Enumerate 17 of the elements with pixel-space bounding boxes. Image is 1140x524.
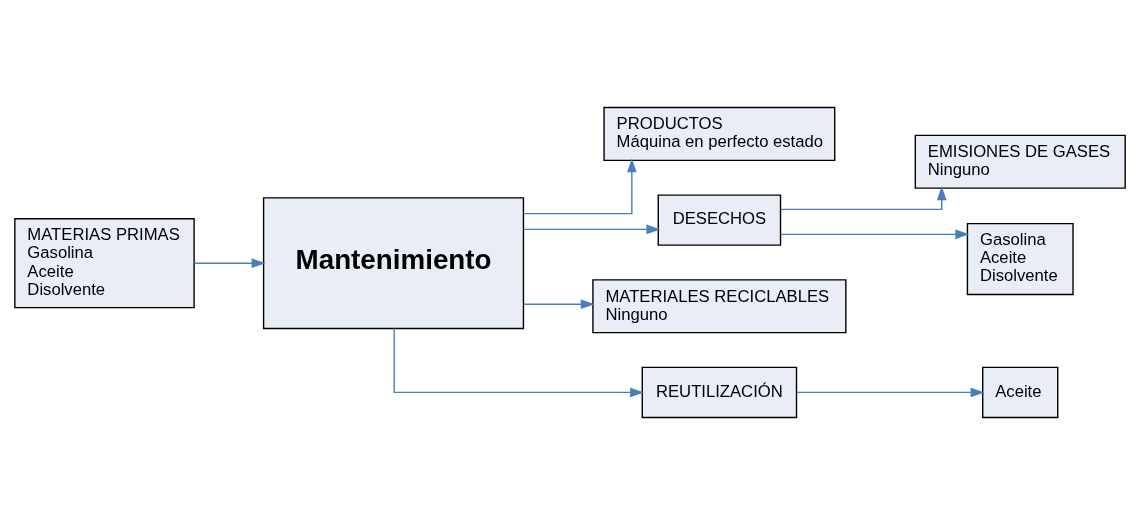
node-box: MATERIAS PRIMAS Gasolina Aceite Disolvente [14, 217, 195, 308]
node-box: MATERIALES RECICLABLES Ninguno [592, 278, 847, 333]
node-box: PRODUCTOS Máquina en perfecto estado [603, 106, 836, 161]
node-box: EMISIONES DE GASES Ninguno [914, 134, 1126, 189]
arrow [393, 327, 644, 397]
arrow [523, 298, 595, 309]
node-box: DESECHOS [657, 193, 782, 246]
node-box: Mantenimiento [262, 196, 525, 329]
arrow [780, 185, 947, 210]
arrow [796, 387, 985, 397]
arrow [779, 229, 970, 239]
arrow [523, 224, 661, 234]
arrow [193, 257, 266, 268]
node-box: REUTILIZACIÓN [641, 366, 798, 418]
node-box: Gasolina Aceite Disolvente [966, 222, 1074, 295]
arrow [522, 157, 637, 214]
node-box: Aceite [982, 366, 1059, 418]
